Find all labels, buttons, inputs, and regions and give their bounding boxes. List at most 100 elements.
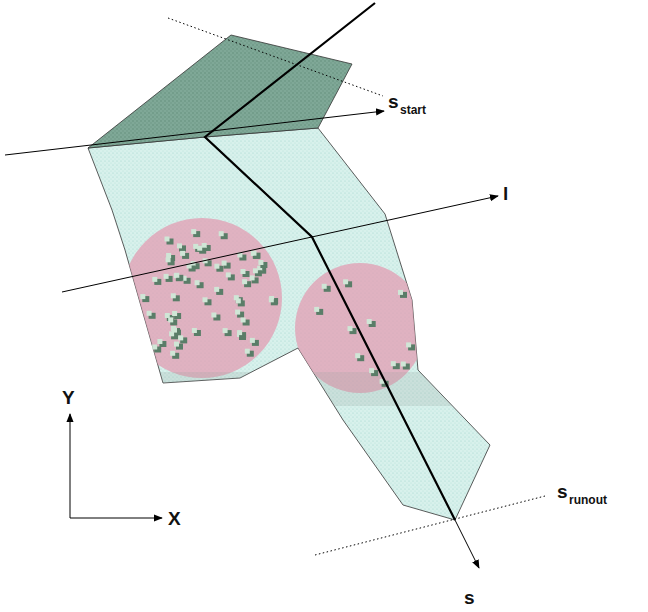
tree-marker bbox=[343, 279, 352, 287]
tree-marker bbox=[241, 318, 250, 326]
tree-marker bbox=[203, 297, 212, 305]
axis-label: l bbox=[503, 184, 508, 203]
axis-subscript: start bbox=[400, 104, 426, 116]
tree-marker bbox=[169, 331, 178, 339]
axis-label: s bbox=[464, 588, 475, 607]
tree-marker bbox=[214, 287, 223, 295]
tree-top bbox=[166, 257, 171, 262]
l-axis bbox=[62, 196, 498, 292]
tree-marker bbox=[242, 279, 251, 287]
tree-top bbox=[197, 246, 202, 251]
tree-marker bbox=[140, 294, 149, 302]
tree-marker bbox=[322, 284, 331, 292]
tree-top bbox=[174, 273, 179, 278]
y-axis bbox=[70, 414, 71, 518]
tree-top bbox=[322, 284, 327, 289]
tree-top bbox=[258, 260, 263, 265]
x-axis bbox=[70, 518, 162, 519]
tree-marker bbox=[191, 229, 200, 237]
tree-top bbox=[172, 311, 177, 316]
tree-top bbox=[242, 279, 247, 284]
tree-top bbox=[348, 326, 353, 331]
tree-top bbox=[355, 353, 360, 358]
tree-top bbox=[406, 342, 411, 347]
tree-marker bbox=[222, 261, 231, 269]
tree-marker bbox=[152, 277, 161, 285]
tree-marker bbox=[170, 351, 179, 359]
tree-marker bbox=[174, 273, 183, 281]
tree-marker bbox=[172, 311, 181, 319]
tree-marker bbox=[166, 257, 175, 265]
tree-top bbox=[214, 264, 219, 269]
tree-top bbox=[152, 277, 157, 282]
tree-marker bbox=[235, 310, 244, 318]
tree-top bbox=[152, 345, 157, 350]
tree-top bbox=[219, 231, 224, 236]
s-start-line bbox=[168, 18, 383, 96]
tree-marker bbox=[369, 368, 378, 376]
tree-marker bbox=[171, 293, 180, 301]
tree-top bbox=[223, 328, 228, 333]
s-axis bbox=[205, 3, 455, 520]
tree-marker bbox=[219, 231, 228, 239]
tree-marker bbox=[152, 345, 161, 353]
tree-marker bbox=[269, 297, 278, 305]
tree-top bbox=[253, 268, 258, 273]
tree-top bbox=[147, 311, 152, 316]
tree-top bbox=[314, 307, 319, 312]
tree-top bbox=[178, 335, 183, 340]
tree-top bbox=[177, 243, 182, 248]
tree-top bbox=[191, 229, 196, 234]
tree-top bbox=[343, 279, 348, 284]
axis-label: Y bbox=[62, 388, 75, 407]
tree-marker bbox=[177, 243, 186, 251]
tree-marker bbox=[252, 251, 261, 259]
tree-top bbox=[192, 328, 197, 333]
tree-top bbox=[401, 362, 406, 367]
tree-marker bbox=[251, 251, 260, 259]
tree-top bbox=[202, 243, 207, 248]
tree-top bbox=[174, 342, 179, 347]
tree-marker bbox=[157, 339, 166, 347]
tree-top bbox=[235, 310, 240, 315]
shade-band bbox=[150, 372, 500, 406]
tree-top bbox=[226, 272, 231, 277]
transverse-axis bbox=[5, 111, 384, 155]
tree-marker bbox=[197, 246, 206, 254]
tree-marker bbox=[406, 342, 415, 350]
tree-marker bbox=[250, 338, 259, 346]
tree-top bbox=[241, 318, 246, 323]
tree-markers bbox=[140, 229, 415, 387]
tree-marker bbox=[178, 335, 187, 343]
tree-marker bbox=[241, 269, 250, 277]
tree-top bbox=[180, 251, 185, 256]
tree-top bbox=[166, 253, 171, 258]
tree-marker bbox=[253, 268, 262, 276]
s-runout-line bbox=[315, 496, 545, 555]
tree-top bbox=[251, 251, 256, 256]
tree-top bbox=[169, 331, 174, 336]
tree-marker bbox=[237, 330, 246, 338]
tree-marker bbox=[391, 361, 400, 369]
tree-marker bbox=[258, 260, 267, 268]
tree-top bbox=[269, 297, 274, 302]
tree-top bbox=[237, 330, 242, 335]
tree-top bbox=[250, 338, 255, 343]
tree-top bbox=[367, 319, 372, 324]
tree-top bbox=[214, 287, 219, 292]
tree-top bbox=[241, 269, 246, 274]
forest-circle bbox=[122, 218, 282, 378]
tree-top bbox=[168, 317, 173, 322]
tree-marker bbox=[192, 328, 201, 336]
tree-top bbox=[222, 261, 227, 266]
tree-marker bbox=[245, 349, 254, 357]
tree-marker bbox=[236, 298, 245, 306]
tree-marker bbox=[147, 311, 156, 319]
tree-marker bbox=[195, 280, 204, 288]
s-axis-tail bbox=[455, 520, 479, 568]
tree-marker bbox=[180, 251, 189, 259]
axis-label: X bbox=[168, 509, 181, 528]
tree-top bbox=[164, 274, 169, 279]
